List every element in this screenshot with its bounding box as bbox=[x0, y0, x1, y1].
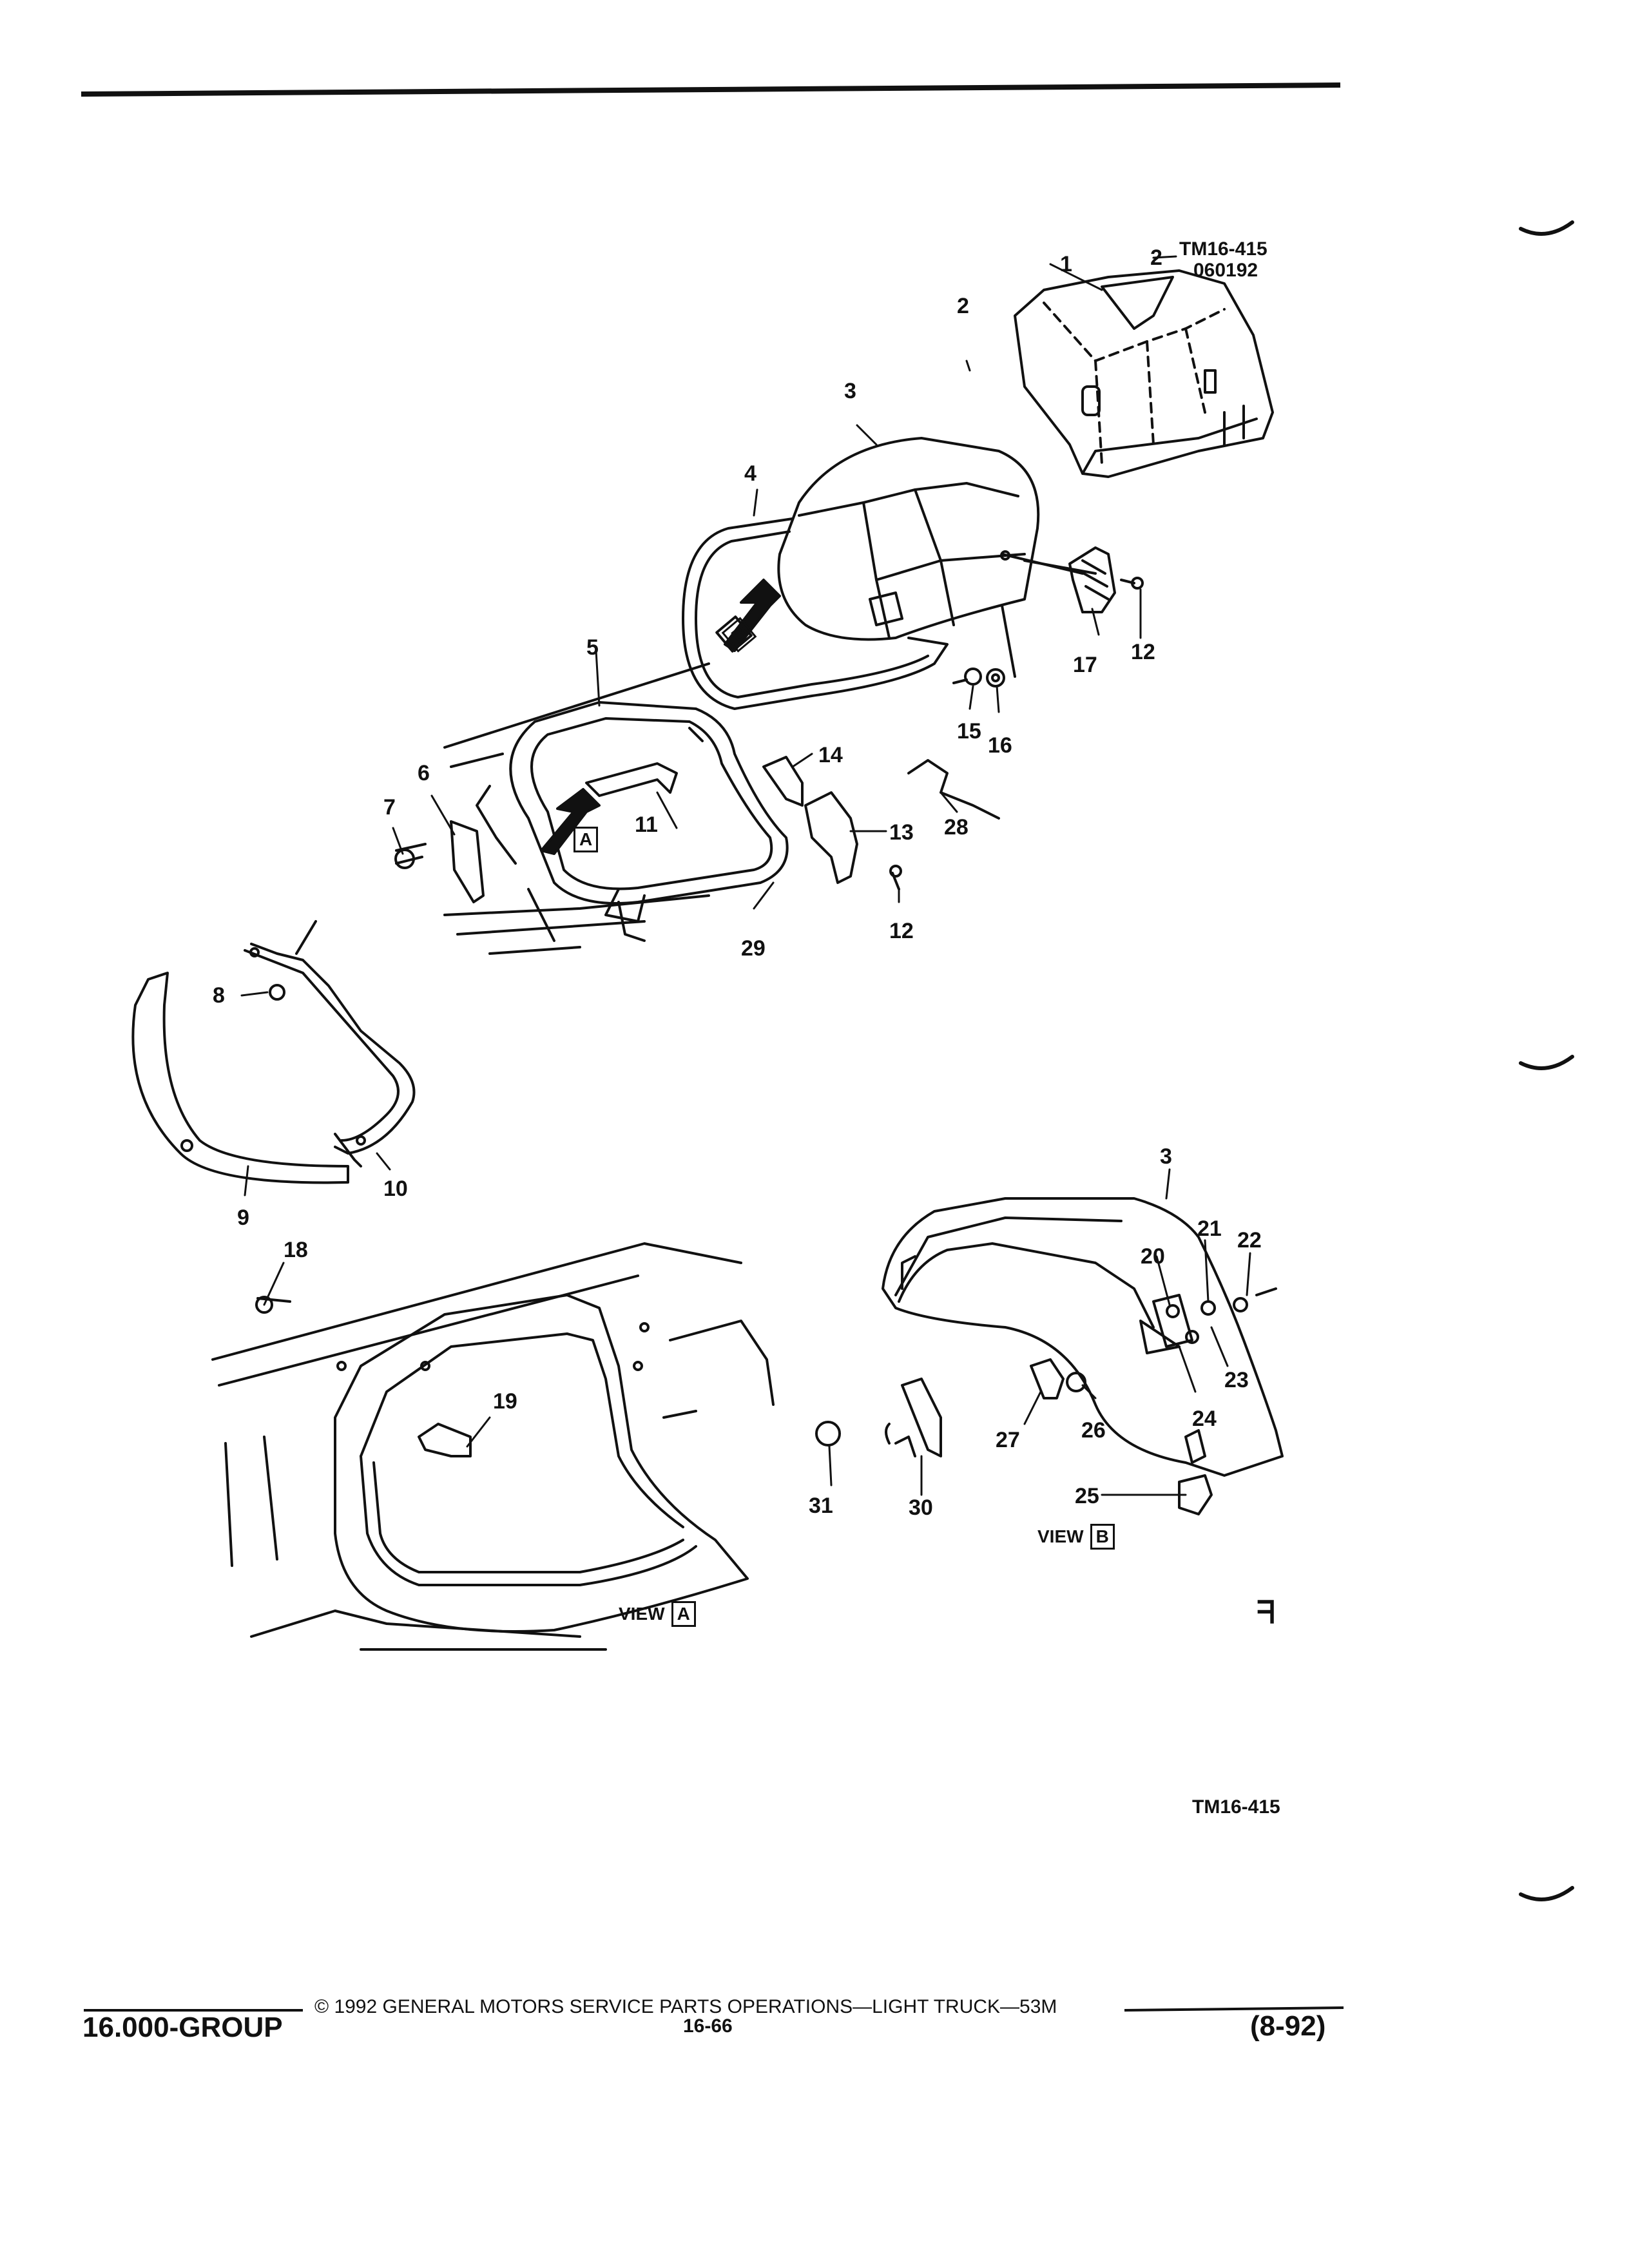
callout-30: 30 bbox=[909, 1495, 933, 1520]
callout-12b: 12 bbox=[889, 919, 914, 943]
drawing-date-text: 060192 bbox=[1193, 260, 1258, 281]
callout-26: 26 bbox=[1081, 1418, 1106, 1443]
callout-18: 18 bbox=[284, 1238, 308, 1262]
figure-code: TM16-415 bbox=[1192, 1796, 1280, 1818]
margin-mark-2 bbox=[1519, 1055, 1574, 1070]
part-3-housing bbox=[777, 437, 1084, 641]
callout-25: 25 bbox=[1075, 1484, 1099, 1508]
callout-8: 8 bbox=[213, 983, 225, 1008]
part-5-seal-ring bbox=[443, 662, 789, 955]
view-b-label: VIEW B bbox=[1037, 1524, 1115, 1550]
view-a-word: VIEW bbox=[619, 1604, 665, 1624]
margin-mark-1 bbox=[1519, 220, 1574, 236]
part-28-rod bbox=[907, 759, 1000, 820]
callout-6: 6 bbox=[418, 761, 430, 785]
part-6-plate bbox=[450, 820, 485, 903]
callout-22: 22 bbox=[1237, 1228, 1262, 1253]
box-b-marker bbox=[715, 615, 753, 653]
marker-a-box: A bbox=[574, 827, 599, 852]
part-9-10-brackets bbox=[131, 920, 416, 1184]
callout-21: 21 bbox=[1197, 1216, 1222, 1241]
margin-mark-3 bbox=[1519, 1886, 1574, 1901]
callout-12a: 12 bbox=[1131, 640, 1155, 664]
callout-5: 5 bbox=[586, 635, 599, 660]
callout-19: 19 bbox=[493, 1389, 517, 1414]
callout-7: 7 bbox=[383, 795, 396, 820]
callout-3a: 3 bbox=[844, 379, 856, 403]
part-11-strap bbox=[585, 762, 678, 797]
callout-2a: 2 bbox=[1150, 245, 1162, 270]
view-b-word: VIEW bbox=[1037, 1526, 1084, 1546]
view-a-label: VIEW A bbox=[619, 1601, 696, 1627]
callout-4: 4 bbox=[744, 461, 757, 486]
leader-lines bbox=[240, 255, 1251, 1496]
footer-copyright: © 1992 GENERAL MOTORS SERVICE PARTS OPER… bbox=[314, 1996, 1057, 2017]
callout-29: 29 bbox=[741, 936, 766, 961]
callout-15: 15 bbox=[957, 719, 981, 744]
callout-31: 31 bbox=[809, 1494, 833, 1518]
footer-page: 16-66 bbox=[683, 2015, 733, 2037]
part-17-latch bbox=[1023, 546, 1144, 613]
view-a-drawing bbox=[211, 1242, 775, 1651]
drawing-code: TM16-415 060192 bbox=[1179, 238, 1268, 281]
callout-1: 1 bbox=[1060, 252, 1072, 276]
view-b-drawing bbox=[815, 1197, 1284, 1515]
part-1-outer-cover bbox=[1014, 269, 1274, 478]
callout-11: 11 bbox=[635, 812, 658, 837]
callout-28: 28 bbox=[944, 815, 969, 840]
arrow-a-marker bbox=[540, 788, 601, 855]
callout-10: 10 bbox=[383, 1177, 408, 1201]
callout-13: 13 bbox=[889, 820, 914, 845]
part-13-bracket bbox=[804, 791, 858, 884]
revision-symbol: ᖷ bbox=[1257, 1596, 1275, 1630]
top-rule bbox=[81, 82, 1341, 97]
footer-rule-right bbox=[1124, 2006, 1344, 2012]
footer-group: 16.000-GROUP bbox=[82, 2012, 283, 2043]
callout-2b: 2 bbox=[957, 294, 969, 318]
view-a-letter: A bbox=[671, 1601, 696, 1627]
part-4-seal bbox=[682, 517, 949, 710]
callout-3b: 3 bbox=[1160, 1144, 1172, 1169]
view-b-letter: B bbox=[1090, 1524, 1115, 1550]
parts-15-16-fasteners bbox=[952, 604, 1016, 687]
footer-date: (8-92) bbox=[1250, 2010, 1326, 2042]
callout-24: 24 bbox=[1192, 1407, 1217, 1431]
callout-17: 17 bbox=[1073, 653, 1097, 677]
callout-27: 27 bbox=[996, 1428, 1020, 1452]
callout-20: 20 bbox=[1141, 1244, 1165, 1269]
drawing-code-text: TM16-415 bbox=[1179, 238, 1268, 260]
callout-9: 9 bbox=[237, 1206, 249, 1230]
part-8-clip bbox=[269, 984, 285, 1001]
callout-14: 14 bbox=[818, 743, 843, 767]
part-14-bracket bbox=[762, 756, 804, 807]
callout-23: 23 bbox=[1224, 1368, 1249, 1392]
callout-16: 16 bbox=[988, 733, 1012, 758]
